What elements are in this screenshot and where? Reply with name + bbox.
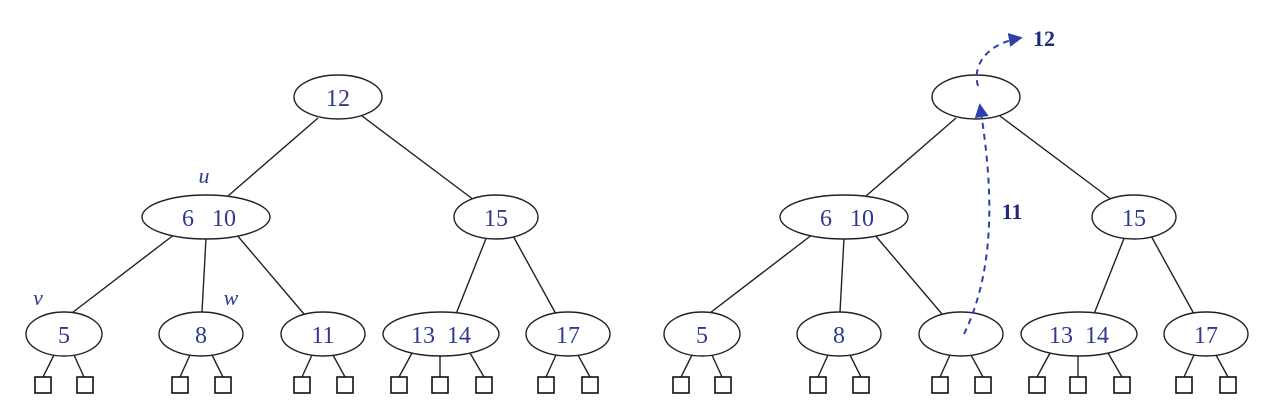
external-leaf (714, 376, 732, 394)
external-leaf (214, 376, 232, 394)
arrow-11-to-root (963, 103, 991, 335)
root-key: 12 (326, 86, 350, 112)
right-tree-edges (680, 115, 1229, 378)
left-tree: 12 u 6 10 15 v 5 w 8 11 13 14 (25, 74, 611, 394)
external-leaf (76, 376, 94, 394)
external-leaf (1219, 376, 1237, 394)
node-5-right: 5 (663, 311, 741, 357)
node-17-right: 17 (1163, 311, 1249, 357)
external-leaf (852, 376, 870, 394)
external-leaf (34, 376, 52, 394)
left-external-leaves (34, 376, 599, 394)
external-leaf (931, 376, 949, 394)
key-17-right: 17 (1194, 323, 1218, 349)
key-17-left: 17 (556, 323, 580, 349)
node-13-14-right: 13 14 (1020, 311, 1138, 357)
u-node: 6 10 (141, 194, 271, 240)
moved-key-label: 11 (1002, 199, 1023, 224)
keys-6-10-right: 6 10 (820, 206, 874, 232)
w-label: w (224, 285, 239, 310)
external-leaf (390, 376, 408, 394)
external-leaf (581, 376, 599, 394)
keys-13-14-left: 13 14 (411, 323, 471, 349)
node-13-14-left: 13 14 (382, 311, 500, 357)
v-node: 5 (25, 311, 103, 357)
external-leaf (336, 376, 354, 394)
node-6-10-right: 6 10 (779, 194, 909, 240)
u-keys: 6 10 (182, 206, 236, 232)
key-15-right: 15 (1122, 206, 1146, 232)
key-11: 11 (311, 323, 334, 349)
external-leaf (1069, 376, 1087, 394)
external-leaf (672, 376, 690, 394)
key-8-right: 8 (833, 323, 845, 349)
external-leaf (974, 376, 992, 394)
node-15-right: 15 (1091, 194, 1177, 240)
external-leaf (1175, 376, 1193, 394)
w-key: 8 (195, 323, 207, 349)
empty-node (918, 311, 1004, 357)
left-tree-edges (42, 115, 591, 378)
external-leaf (809, 376, 827, 394)
u-label: u (199, 163, 210, 188)
w-node: 8 (158, 311, 244, 357)
external-leaf (1028, 376, 1046, 394)
key-15-left: 15 (484, 206, 508, 232)
node-8-right: 8 (796, 311, 882, 357)
external-leaf (431, 376, 449, 394)
external-leaf (475, 376, 493, 394)
right-external-leaves (672, 376, 1237, 394)
external-leaf (293, 376, 311, 394)
external-leaf (537, 376, 555, 394)
node-11: 11 (280, 311, 366, 357)
external-leaf (1113, 376, 1131, 394)
v-key: 5 (58, 323, 70, 349)
external-leaf (171, 376, 189, 394)
node-15-left: 15 (453, 194, 539, 240)
root-node: 12 (293, 74, 383, 120)
keys-13-14-right: 13 14 (1049, 323, 1109, 349)
key-5-right: 5 (696, 323, 708, 349)
removed-key-label: 12 (1033, 26, 1055, 51)
v-label: v (33, 285, 43, 310)
node-17-left: 17 (525, 311, 611, 357)
right-tree: 6 10 15 5 8 13 14 17 (663, 26, 1249, 394)
